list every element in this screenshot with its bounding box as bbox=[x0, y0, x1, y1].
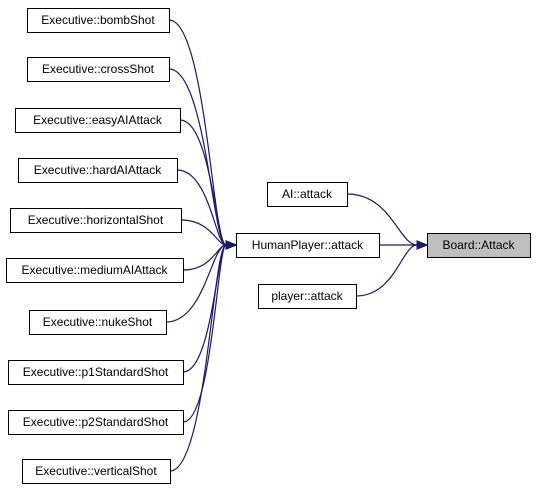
node-box bbox=[15, 108, 181, 133]
node-label: AI::attack bbox=[282, 187, 333, 201]
node-label: Executive::p1StandardShot bbox=[23, 365, 169, 379]
node-box bbox=[236, 233, 380, 258]
node-executive-bombshot[interactable]: Executive::bombShot bbox=[27, 8, 170, 33]
node-box bbox=[8, 410, 184, 435]
node-executive-horizontalshot[interactable]: Executive::horizontalShot bbox=[10, 208, 182, 233]
node-executive-crossshot[interactable]: Executive::crossShot bbox=[27, 57, 170, 82]
node-label: Executive::nukeShot bbox=[43, 315, 153, 329]
node-ai-attack[interactable]: AI::attack bbox=[267, 182, 348, 207]
node-label: Executive::hardAIAttack bbox=[34, 163, 162, 177]
node-box bbox=[27, 57, 170, 82]
node-label: HumanPlayer::attack bbox=[252, 238, 364, 252]
node-executive-easyaiattack[interactable]: Executive::easyAIAttack bbox=[15, 108, 181, 133]
edge-executive-hardaiattack-to-humanplayer-attack bbox=[176, 169, 227, 246]
node-executive-p2standardshot[interactable]: Executive::p2StandardShot bbox=[8, 410, 184, 435]
node-player-attack[interactable]: player::attack bbox=[258, 284, 357, 309]
edge-executive-verticalshot-to-humanplayer-attack bbox=[169, 244, 227, 472]
edge-ai-attack-to-board-attack bbox=[346, 193, 418, 246]
node-executive-p1standardshot[interactable]: Executive::p1StandardShot bbox=[8, 360, 184, 385]
node-box bbox=[27, 8, 170, 33]
node-box bbox=[22, 459, 171, 484]
node-executive-verticalshot[interactable]: Executive::verticalShot bbox=[22, 459, 171, 484]
nodes-layer: Executive::bombShotExecutive::crossShotE… bbox=[6, 8, 531, 484]
node-label: Board::Attack bbox=[442, 238, 515, 252]
edge-executive-horizontalshot-to-humanplayer-attack bbox=[180, 219, 227, 246]
node-executive-hardaiattack[interactable]: Executive::hardAIAttack bbox=[18, 158, 178, 183]
node-box bbox=[29, 310, 167, 335]
node-humanplayer-attack[interactable]: HumanPlayer::attack bbox=[236, 233, 380, 258]
node-label: Executive::easyAIAttack bbox=[33, 113, 163, 127]
edge-executive-nukeshot-to-humanplayer-attack bbox=[165, 244, 227, 323]
node-label: Executive::bombShot bbox=[41, 13, 155, 27]
edge-executive-crossshot-to-humanplayer-attack bbox=[168, 68, 227, 246]
node-label: Executive::verticalShot bbox=[35, 464, 157, 478]
node-executive-nukeshot[interactable]: Executive::nukeShot bbox=[29, 310, 167, 335]
edge-player-attack-to-board-attack bbox=[355, 244, 418, 297]
node-label: player::attack bbox=[271, 289, 343, 303]
node-box bbox=[18, 158, 178, 183]
node-board-attack[interactable]: Board::Attack bbox=[427, 233, 531, 258]
node-box bbox=[427, 233, 531, 258]
node-box bbox=[8, 360, 184, 385]
node-box bbox=[10, 208, 182, 233]
node-executive-mediumaiattack[interactable]: Executive::mediumAIAttack bbox=[6, 258, 184, 283]
node-label: Executive::crossShot bbox=[42, 62, 155, 76]
edge-executive-p2standardshot-to-humanplayer-attack bbox=[182, 244, 227, 423]
node-box bbox=[267, 182, 348, 207]
edge-executive-easyaiattack-to-humanplayer-attack bbox=[179, 119, 227, 246]
node-label: Executive::mediumAIAttack bbox=[21, 263, 168, 277]
arrowhead-icon bbox=[416, 240, 429, 250]
edges-layer bbox=[165, 19, 429, 472]
node-box bbox=[6, 258, 184, 283]
node-label: Executive::p2StandardShot bbox=[23, 415, 169, 429]
arrowhead-icon bbox=[225, 240, 238, 250]
node-label: Executive::horizontalShot bbox=[28, 213, 164, 227]
node-box bbox=[258, 284, 357, 309]
